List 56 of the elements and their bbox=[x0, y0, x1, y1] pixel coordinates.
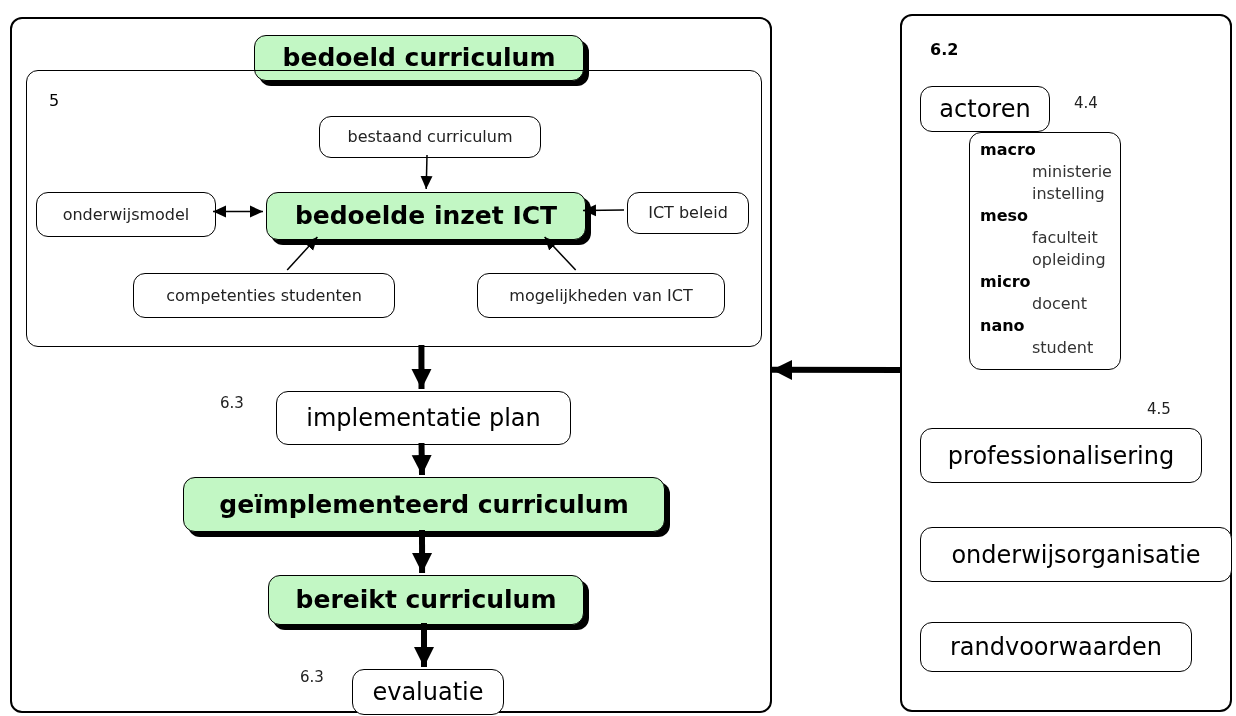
section-number: 5 bbox=[49, 90, 60, 112]
level-item: instelling bbox=[1031, 183, 1106, 205]
arrow bbox=[411, 442, 432, 476]
section-number: 4.5 bbox=[1147, 399, 1171, 420]
section-number: 4.4 bbox=[1074, 93, 1098, 114]
panel-frame bbox=[900, 14, 1232, 712]
arrow bbox=[414, 623, 434, 667]
box-label: bedoelde inzet ICT bbox=[294, 200, 558, 233]
step-box bbox=[920, 86, 1050, 132]
level-list-box bbox=[969, 132, 1121, 370]
step-box bbox=[920, 527, 1232, 582]
factor-box bbox=[627, 192, 749, 234]
level-heading: macro bbox=[980, 139, 1037, 161]
box-label: randvoorwaarden bbox=[949, 632, 1163, 663]
box-label: mogelijkheden van ICT bbox=[509, 284, 693, 307]
level-item: opleiding bbox=[1031, 249, 1107, 271]
level-heading: meso bbox=[980, 205, 1030, 227]
level-item: faculteit bbox=[1031, 227, 1099, 249]
box-label: ICT beleid bbox=[648, 202, 728, 224]
box-label: bestaand curriculum bbox=[347, 126, 513, 148]
arrow bbox=[412, 530, 433, 573]
box-label: bedoeld curriculum bbox=[282, 42, 556, 75]
arrow bbox=[212, 205, 264, 218]
box-label: onderwijsorganisatie bbox=[951, 539, 1201, 571]
arrow bbox=[286, 236, 319, 271]
box-label: bereikt curriculum bbox=[295, 584, 557, 617]
arrow bbox=[420, 154, 433, 190]
step-box bbox=[276, 391, 571, 445]
level-item: ministerie bbox=[1031, 161, 1112, 183]
step-box bbox=[920, 428, 1202, 483]
panel-frame bbox=[10, 17, 772, 713]
level-item: docent bbox=[1031, 293, 1088, 315]
section-number: 6.3 bbox=[220, 393, 244, 414]
level-item: student bbox=[1031, 337, 1095, 359]
factor-box bbox=[319, 116, 541, 158]
box-label: professionalisering bbox=[947, 440, 1175, 472]
level-heading: nano bbox=[980, 315, 1026, 337]
box-label: competenties studenten bbox=[166, 284, 362, 307]
section-number: 6.2 bbox=[930, 39, 959, 61]
arrow bbox=[543, 236, 577, 271]
group-box bbox=[26, 70, 762, 347]
box-label: evaluatie bbox=[372, 677, 484, 708]
box-label: actoren bbox=[939, 94, 1031, 125]
box-label: onderwijsmodel bbox=[62, 203, 190, 226]
section-number: 6.3 bbox=[300, 667, 324, 688]
level-heading: micro bbox=[980, 271, 1032, 293]
arrow bbox=[582, 204, 625, 217]
step-box bbox=[920, 622, 1192, 672]
factor-box bbox=[133, 273, 395, 318]
box-label: implementatie plan bbox=[306, 403, 541, 434]
factor-box bbox=[477, 273, 725, 318]
factor-box bbox=[36, 192, 216, 237]
arrow bbox=[772, 359, 900, 380]
step-box bbox=[352, 669, 504, 715]
box-label: geïmplementeerd curriculum bbox=[219, 488, 629, 521]
arrow bbox=[411, 345, 432, 389]
